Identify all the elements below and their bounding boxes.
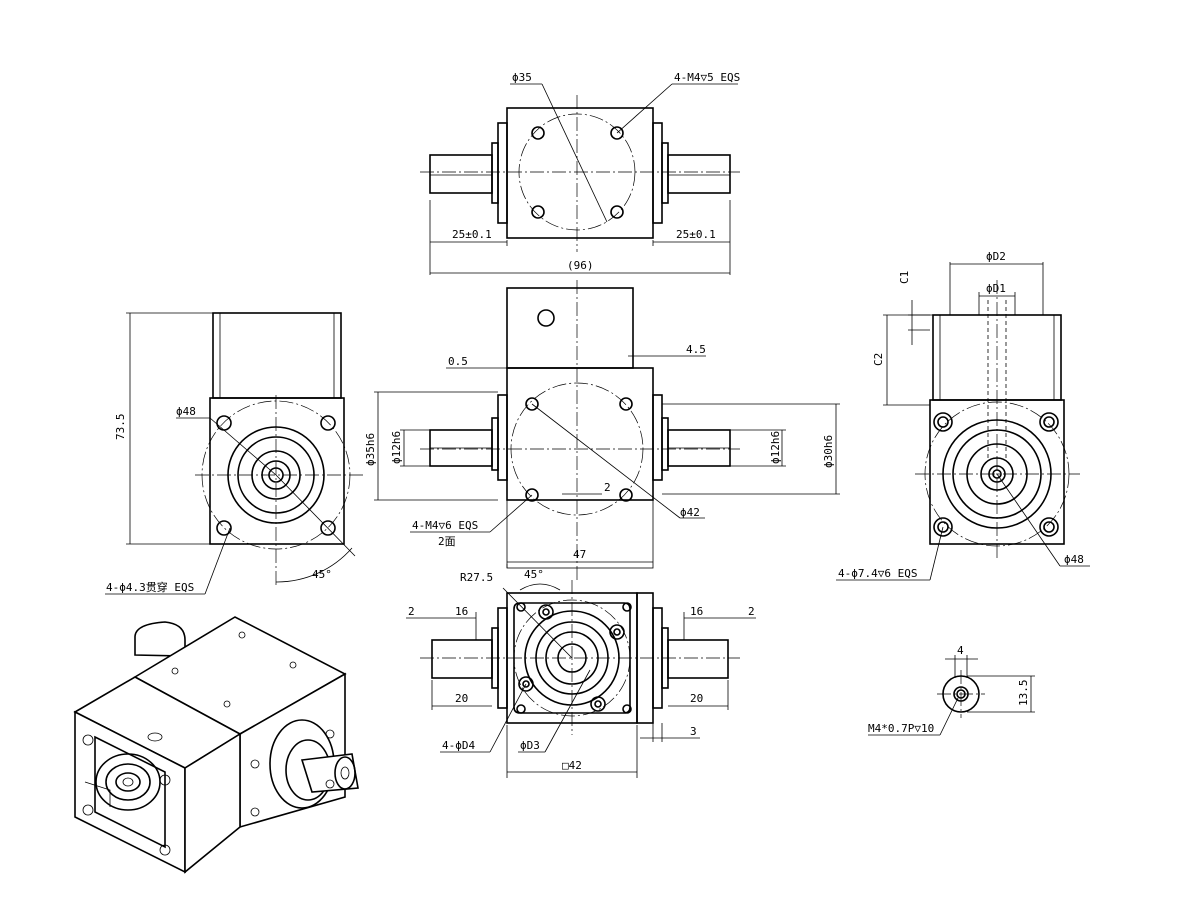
left-angle-label: 45° [312,568,332,581]
front-step-right-label: 4.5 [686,343,706,356]
front-pilot-dia-label: ϕ35h6 [364,433,377,466]
front-housing-dia-label: ϕ30h6 [822,435,835,468]
front-view [374,280,840,580]
front-holes-label: 4-M4▽6 EQS [412,519,478,532]
detail-key-width-label: 4 [957,644,964,657]
right-view [836,262,1090,581]
bottom-view [406,580,756,778]
bottom-step-label: 3 [690,725,697,738]
front-holes-note-label: 2面 [438,535,456,548]
bottom-shaft-left-len-label: 20 [455,692,468,705]
front-shaft-right-dia-label: ϕ12h6 [769,431,782,464]
right-dia-d1-label: ϕD1 [986,282,1006,295]
left-bolt-circle-label: ϕ48 [176,405,196,418]
top-view [420,83,740,275]
bottom-square-label: □42 [562,759,582,772]
right-dim-c1-label: C1 [898,271,911,284]
top-shaft-right-len-label: 25±0.1 [676,228,716,241]
right-bolt-circle-label: ϕ48 [1064,553,1084,566]
shaft-end-detail [868,655,1035,736]
right-dim-c2-label: C2 [872,353,885,366]
front-flange-step-label: 0.5 [448,355,468,368]
bottom-center-dia-label: ϕD3 [520,739,540,752]
bottom-radius-label: R27.5 [460,571,493,584]
left-holes-label: 4-ϕ4.3贯穿 EQS [106,580,194,594]
right-dia-d2-label: ϕD2 [986,250,1006,263]
bottom-holes-label: 4-ϕD4 [442,739,475,752]
front-bolt-circle-label: ϕ42 [680,506,700,519]
isometric-view [73,616,359,874]
top-overall-len-label: (96) [567,259,594,272]
bottom-shaft-right-len-label: 20 [690,692,703,705]
front-shaft-left-dia-label: ϕ12h6 [390,431,403,464]
front-body-width-label: 47 [573,548,586,561]
front-center-offset-label: 2 [604,481,611,494]
top-bore-dia-label: ϕ35 [512,71,532,84]
detail-height-label: 13.5 [1017,680,1030,707]
bottom-key-right-len-label: 16 [690,605,703,618]
right-holes-label: 4-ϕ7.4▽6 EQS [838,567,917,580]
bottom-key-right-offset-label: 2 [748,605,755,618]
top-shaft-left-len-label: 25±0.1 [452,228,492,241]
left-height-label: 73.5 [114,414,127,441]
top-holes-label: 4-M4▽5 EQS [674,71,740,84]
detail-thread-label: M4*0.7P▽10 [868,722,934,735]
bottom-angle-label: 45° [524,568,544,581]
bottom-key-left-offset-label: 2 [408,605,415,618]
bottom-key-left-len-label: 16 [455,605,468,618]
left-view [105,312,365,595]
